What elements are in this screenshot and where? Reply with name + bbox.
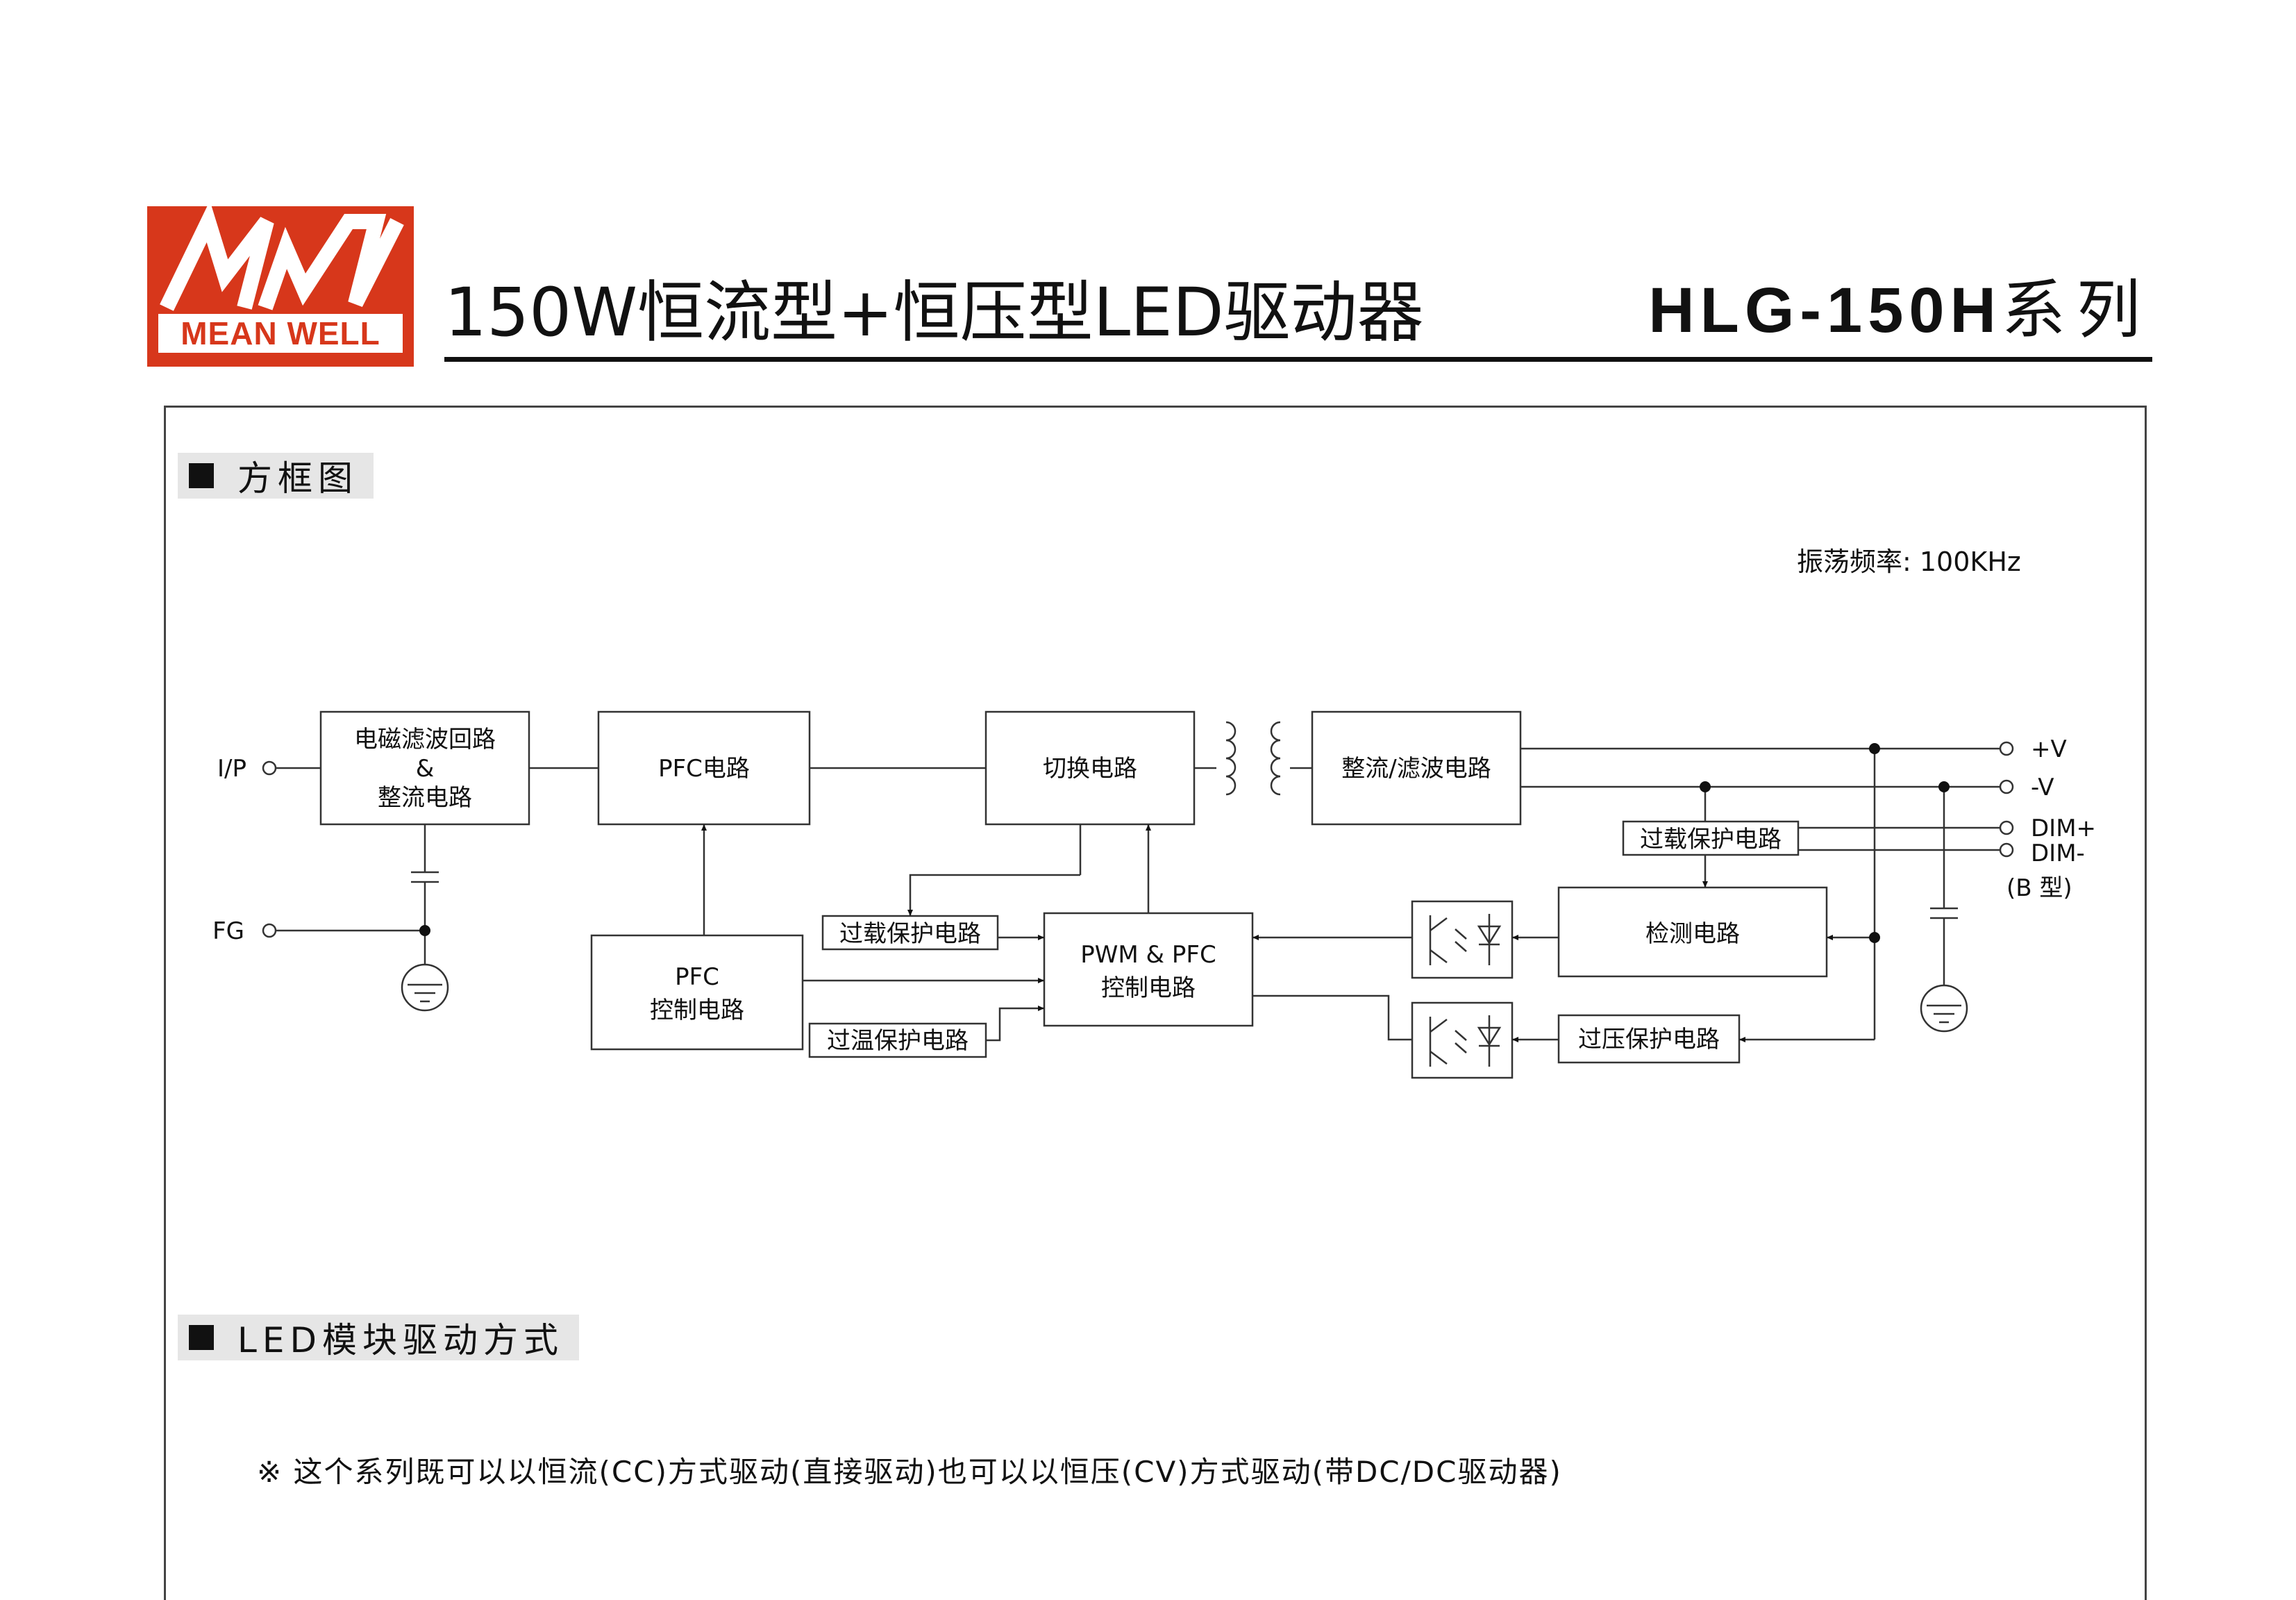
optocoupler-lower-block — [1411, 1001, 1514, 1079]
pfc-control-label-line2: 控制电路 — [650, 997, 744, 1024]
title-underline — [444, 357, 2152, 362]
mean-well-logo: MEAN WELL — [147, 206, 414, 367]
pfc-control-label-line1: PFC — [675, 963, 719, 991]
emi-filter-label-line3: 整流电路 — [378, 784, 472, 812]
emi-filter-label-line2: & — [416, 755, 435, 783]
terminal-fg-label: FG — [212, 917, 244, 945]
logo-wordmark: MEAN WELL — [158, 314, 403, 353]
content-frame — [164, 406, 2147, 1600]
overload-protection-right-label: 过载保护电路 — [1640, 826, 1782, 853]
overload-protection-mid-label: 过载保护电路 — [839, 920, 981, 948]
section-heading-block-diagram: 方框图 — [178, 453, 374, 499]
earth-ground-icon — [1920, 984, 1968, 1033]
over-voltage-protection-label: 过压保护电路 — [1578, 1026, 1720, 1053]
square-bullet-icon — [189, 1325, 214, 1350]
b-type-label: (B 型) — [2006, 874, 2072, 902]
overload-protection-right-block — [1622, 820, 1800, 856]
series-model: HLG-150H — [1648, 275, 2002, 346]
terminal-vminus-label: -V — [2031, 774, 2054, 801]
terminal-dimplus-label: DIM+ — [2031, 815, 2096, 842]
section-title: LED模块驱动方式 — [237, 1320, 564, 1360]
switching-circuit-label: 切换电路 — [1043, 755, 1137, 783]
drive-mode-note: ※ 这个系列既可以以恒流(CC)方式驱动(直接驱动)也可以以恒压(CV)方式驱动… — [257, 1455, 1562, 1489]
mw-logo-icon — [160, 206, 404, 311]
pfc-circuit-label: PFC电路 — [658, 755, 750, 783]
section-heading-led-drive: LED模块驱动方式 — [178, 1315, 579, 1360]
document-title: 150W恒流型+恒压型LED驱动器 — [444, 274, 1424, 351]
detection-circuit-label: 检测电路 — [1645, 920, 1740, 948]
optocoupler-icon — [1429, 914, 1502, 965]
pfc-control-block — [590, 934, 804, 1051]
terminal-vplus-label: +V — [2031, 735, 2067, 763]
optocoupler-icon — [1429, 1015, 1502, 1067]
section-title: 方框图 — [237, 458, 358, 499]
series-title: HLG-150H系列 — [1648, 272, 2152, 349]
over-temperature-protection-label: 过温保护电路 — [827, 1027, 969, 1055]
pwm-pfc-control-block — [1043, 912, 1254, 1027]
earth-ground-icon — [401, 963, 449, 1012]
series-suffix: 系列 — [2001, 273, 2152, 347]
optocoupler-upper-block — [1411, 900, 1514, 979]
emi-filter-label-line1: 电磁滤波回路 — [354, 726, 496, 753]
rectifier-filter-label: 整流/滤波电路 — [1341, 755, 1491, 783]
square-bullet-icon — [189, 463, 214, 488]
detection-circuit-block — [1557, 886, 1828, 978]
terminal-dimminus-label: DIM- — [2031, 840, 2085, 867]
terminal-ip-label: I/P — [217, 755, 246, 783]
pwm-pfc-control-label-line2: 控制电路 — [1101, 974, 1196, 1002]
pwm-pfc-control-label-line1: PWM & PFC — [1080, 941, 1216, 969]
oscillation-frequency: 振荡频率: 100KHz — [1797, 547, 2021, 577]
